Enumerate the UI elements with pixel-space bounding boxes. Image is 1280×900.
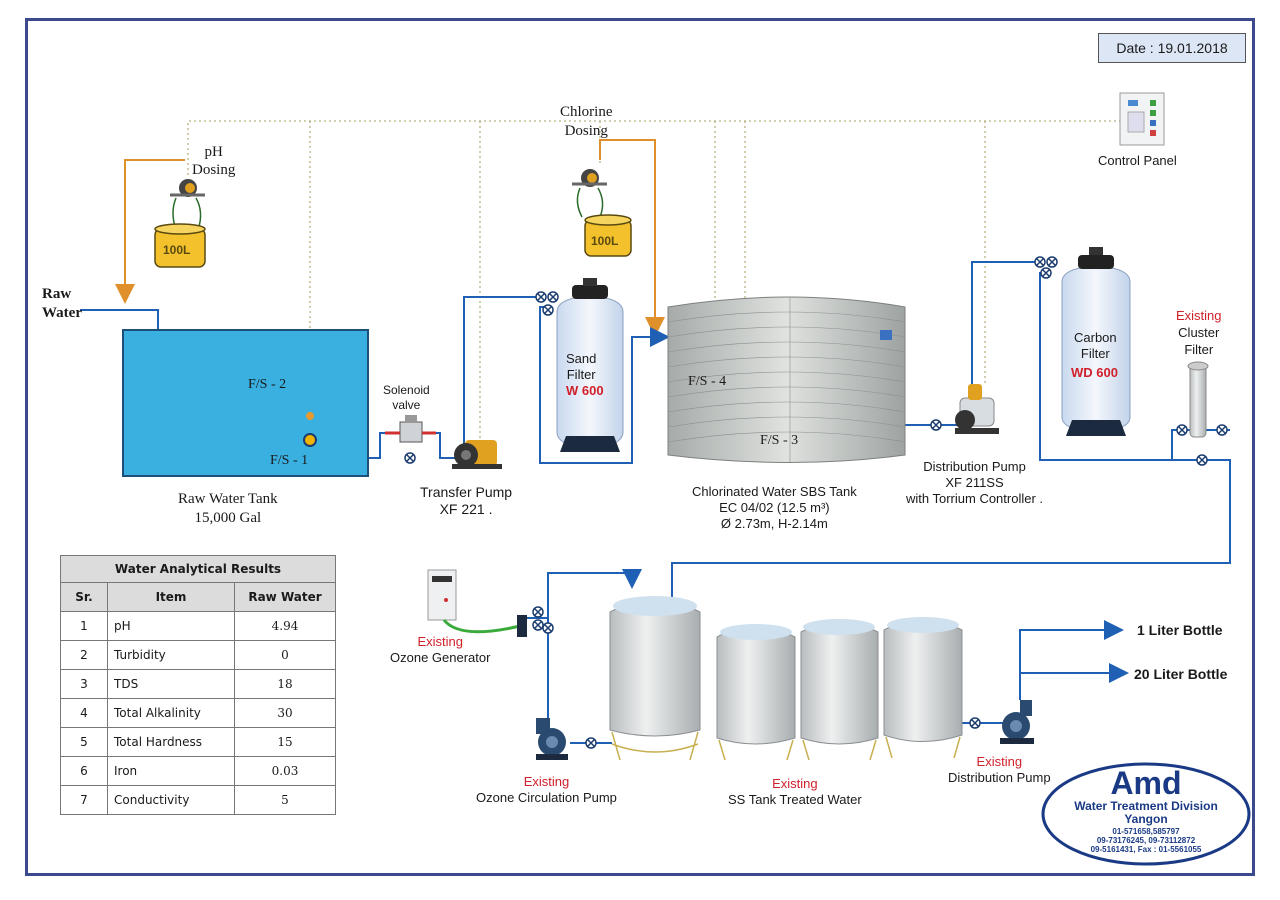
column-header-raw-water: Raw Water (234, 582, 336, 612)
water-analytical-results-table: Water Analytical Results Sr. Item Raw Wa… (60, 555, 336, 815)
chlorine-chemical-tank-icon (584, 214, 632, 257)
chlorine-dosing-pump-icon (572, 169, 607, 218)
logo-phone-2: 09-73176245, 09-73112872 (1096, 836, 1196, 845)
table-row: 5 Total Hardness 15 (60, 727, 336, 757)
row-sr: 1 (60, 611, 108, 641)
carbon-filter-icon (1061, 247, 1131, 436)
logo-brand: Amd (1110, 765, 1182, 801)
row-sr: 3 (60, 669, 108, 699)
date-label: Date : 19.01.2018 (1098, 33, 1246, 63)
twenty-liter-bottle-label: 20 Liter Bottle (1134, 666, 1228, 682)
control-panel-icon (1119, 92, 1165, 146)
float-switch-3-label: F/S - 3 (760, 433, 799, 448)
table-row: 1 pH 4.94 (60, 611, 336, 641)
sbs-tank-icon (667, 296, 906, 463)
ph-tank-capacity-label: 100L (163, 243, 191, 257)
sand-filter-icon (556, 278, 624, 452)
ph-chemical-tank-icon (154, 223, 206, 268)
row-sr: 5 (60, 727, 108, 757)
logo-phone-1: 01-571658,585797 (1112, 827, 1180, 836)
column-header-item: Item (107, 582, 235, 612)
row-sr: 2 (60, 640, 108, 670)
row-sr: 4 (60, 698, 108, 728)
one-liter-bottle-label: 1 Liter Bottle (1137, 622, 1223, 638)
carbon-filter-model-label: WD 600 (1071, 365, 1118, 380)
sand-filter-model-label: W 600 (566, 383, 604, 398)
ss-tank-1-icon (716, 624, 796, 761)
ss-tank-2-icon (800, 619, 879, 761)
row-value: 15 (234, 727, 336, 757)
row-item: Conductivity (107, 785, 235, 815)
table-header-row: Sr. Item Raw Water (60, 582, 336, 612)
table-row: 4 Total Alkalinity 30 (60, 698, 336, 728)
distribution-pump-1-icon (955, 384, 999, 434)
table-row: 2 Turbidity 0 (60, 640, 336, 670)
table-row: 7 Conductivity 5 (60, 785, 336, 815)
float-switch-4-label: F/S - 4 (688, 374, 727, 389)
row-sr: 7 (60, 785, 108, 815)
valve-icons (404, 256, 1228, 749)
transfer-pump-icon (452, 440, 502, 469)
row-sr: 6 (60, 756, 108, 786)
logo-city: Yangon (1124, 812, 1168, 826)
ss-tank-3-icon (883, 617, 963, 759)
row-item: pH (107, 611, 235, 641)
row-item: Total Hardness (107, 727, 235, 757)
dosing-lines (115, 139, 665, 337)
ss-tank-large-icon (609, 596, 701, 761)
diagram-frame (25, 18, 1255, 876)
table-title-row: Water Analytical Results (60, 555, 336, 583)
row-value: 0 (234, 640, 336, 670)
row-value: 0.03 (234, 756, 336, 786)
row-value: 30 (234, 698, 336, 728)
table-title: Water Analytical Results (60, 555, 336, 583)
table-row: 3 TDS 18 (60, 669, 336, 699)
ph-dosing-pump-icon (170, 179, 205, 231)
solenoid-valve-icon (385, 415, 436, 443)
logo-division: Water Treatment Division (1074, 799, 1218, 813)
row-item: Iron (107, 756, 235, 786)
cluster-filter-icon (1187, 361, 1209, 438)
row-item: Turbidity (107, 640, 235, 670)
row-item: Total Alkalinity (107, 698, 235, 728)
float-switch-2-label: F/S - 2 (248, 377, 287, 392)
float-switch-1-label: F/S - 1 (270, 453, 309, 468)
ozone-circulation-pump-icon (536, 718, 568, 760)
control-panel-label: Control Panel (1098, 153, 1177, 168)
row-value: 18 (234, 669, 336, 699)
row-item: TDS (107, 669, 235, 699)
row-value: 4.94 (234, 611, 336, 641)
column-header-sr: Sr. (60, 582, 108, 612)
ozone-generator-icon (427, 569, 527, 637)
distribution-pump-2-icon (1000, 700, 1034, 744)
company-logo-oval (1041, 762, 1251, 866)
logo-phone-3: 09-5161431, Fax : 01-5561055 (1090, 845, 1202, 854)
chlorine-tank-capacity-label: 100L (591, 234, 619, 248)
row-value: 5 (234, 785, 336, 815)
raw-water-tank (122, 329, 369, 477)
table-row: 6 Iron 0.03 (60, 756, 336, 786)
